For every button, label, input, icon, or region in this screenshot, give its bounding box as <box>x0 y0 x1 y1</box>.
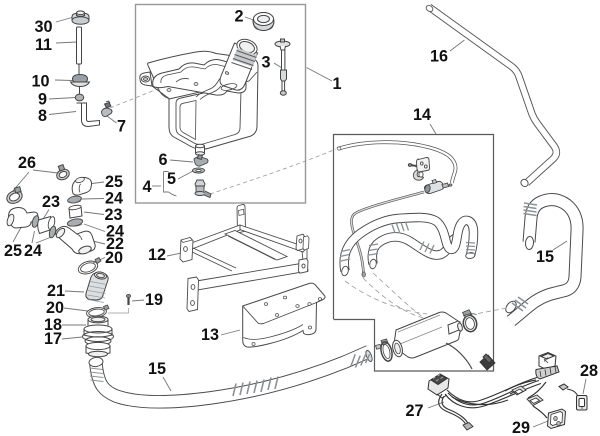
svg-text:24: 24 <box>105 190 123 208</box>
svg-text:27: 27 <box>405 402 423 420</box>
svg-text:30: 30 <box>34 18 52 36</box>
svg-text:24: 24 <box>24 242 42 260</box>
svg-text:13: 13 <box>201 326 219 344</box>
svg-text:9: 9 <box>38 91 47 109</box>
svg-text:10: 10 <box>31 73 49 91</box>
svg-text:1: 1 <box>332 75 341 93</box>
svg-text:2: 2 <box>234 8 243 26</box>
svg-text:16: 16 <box>430 48 448 66</box>
svg-text:28: 28 <box>580 362 598 380</box>
svg-text:25: 25 <box>105 173 123 191</box>
svg-text:6: 6 <box>158 151 167 169</box>
svg-text:20: 20 <box>46 299 64 317</box>
svg-text:23: 23 <box>104 206 122 224</box>
svg-text:7: 7 <box>117 118 126 136</box>
svg-text:17: 17 <box>44 330 62 348</box>
svg-text:5: 5 <box>167 170 176 188</box>
svg-text:15: 15 <box>536 248 554 266</box>
svg-text:11: 11 <box>35 36 52 54</box>
svg-text:23: 23 <box>42 193 60 211</box>
svg-text:26: 26 <box>18 154 36 172</box>
svg-text:12: 12 <box>148 246 166 264</box>
svg-text:24: 24 <box>106 223 124 241</box>
svg-text:25: 25 <box>4 242 22 260</box>
svg-text:20: 20 <box>105 249 123 267</box>
svg-text:8: 8 <box>38 107 47 125</box>
svg-text:3: 3 <box>261 54 270 72</box>
svg-text:19: 19 <box>145 291 163 309</box>
svg-text:15: 15 <box>148 360 166 378</box>
svg-text:22: 22 <box>106 235 124 253</box>
svg-text:18: 18 <box>44 316 62 334</box>
svg-text:4: 4 <box>142 178 151 196</box>
svg-text:21: 21 <box>47 282 65 300</box>
svg-text:29: 29 <box>512 419 530 436</box>
svg-text:14: 14 <box>413 106 431 124</box>
